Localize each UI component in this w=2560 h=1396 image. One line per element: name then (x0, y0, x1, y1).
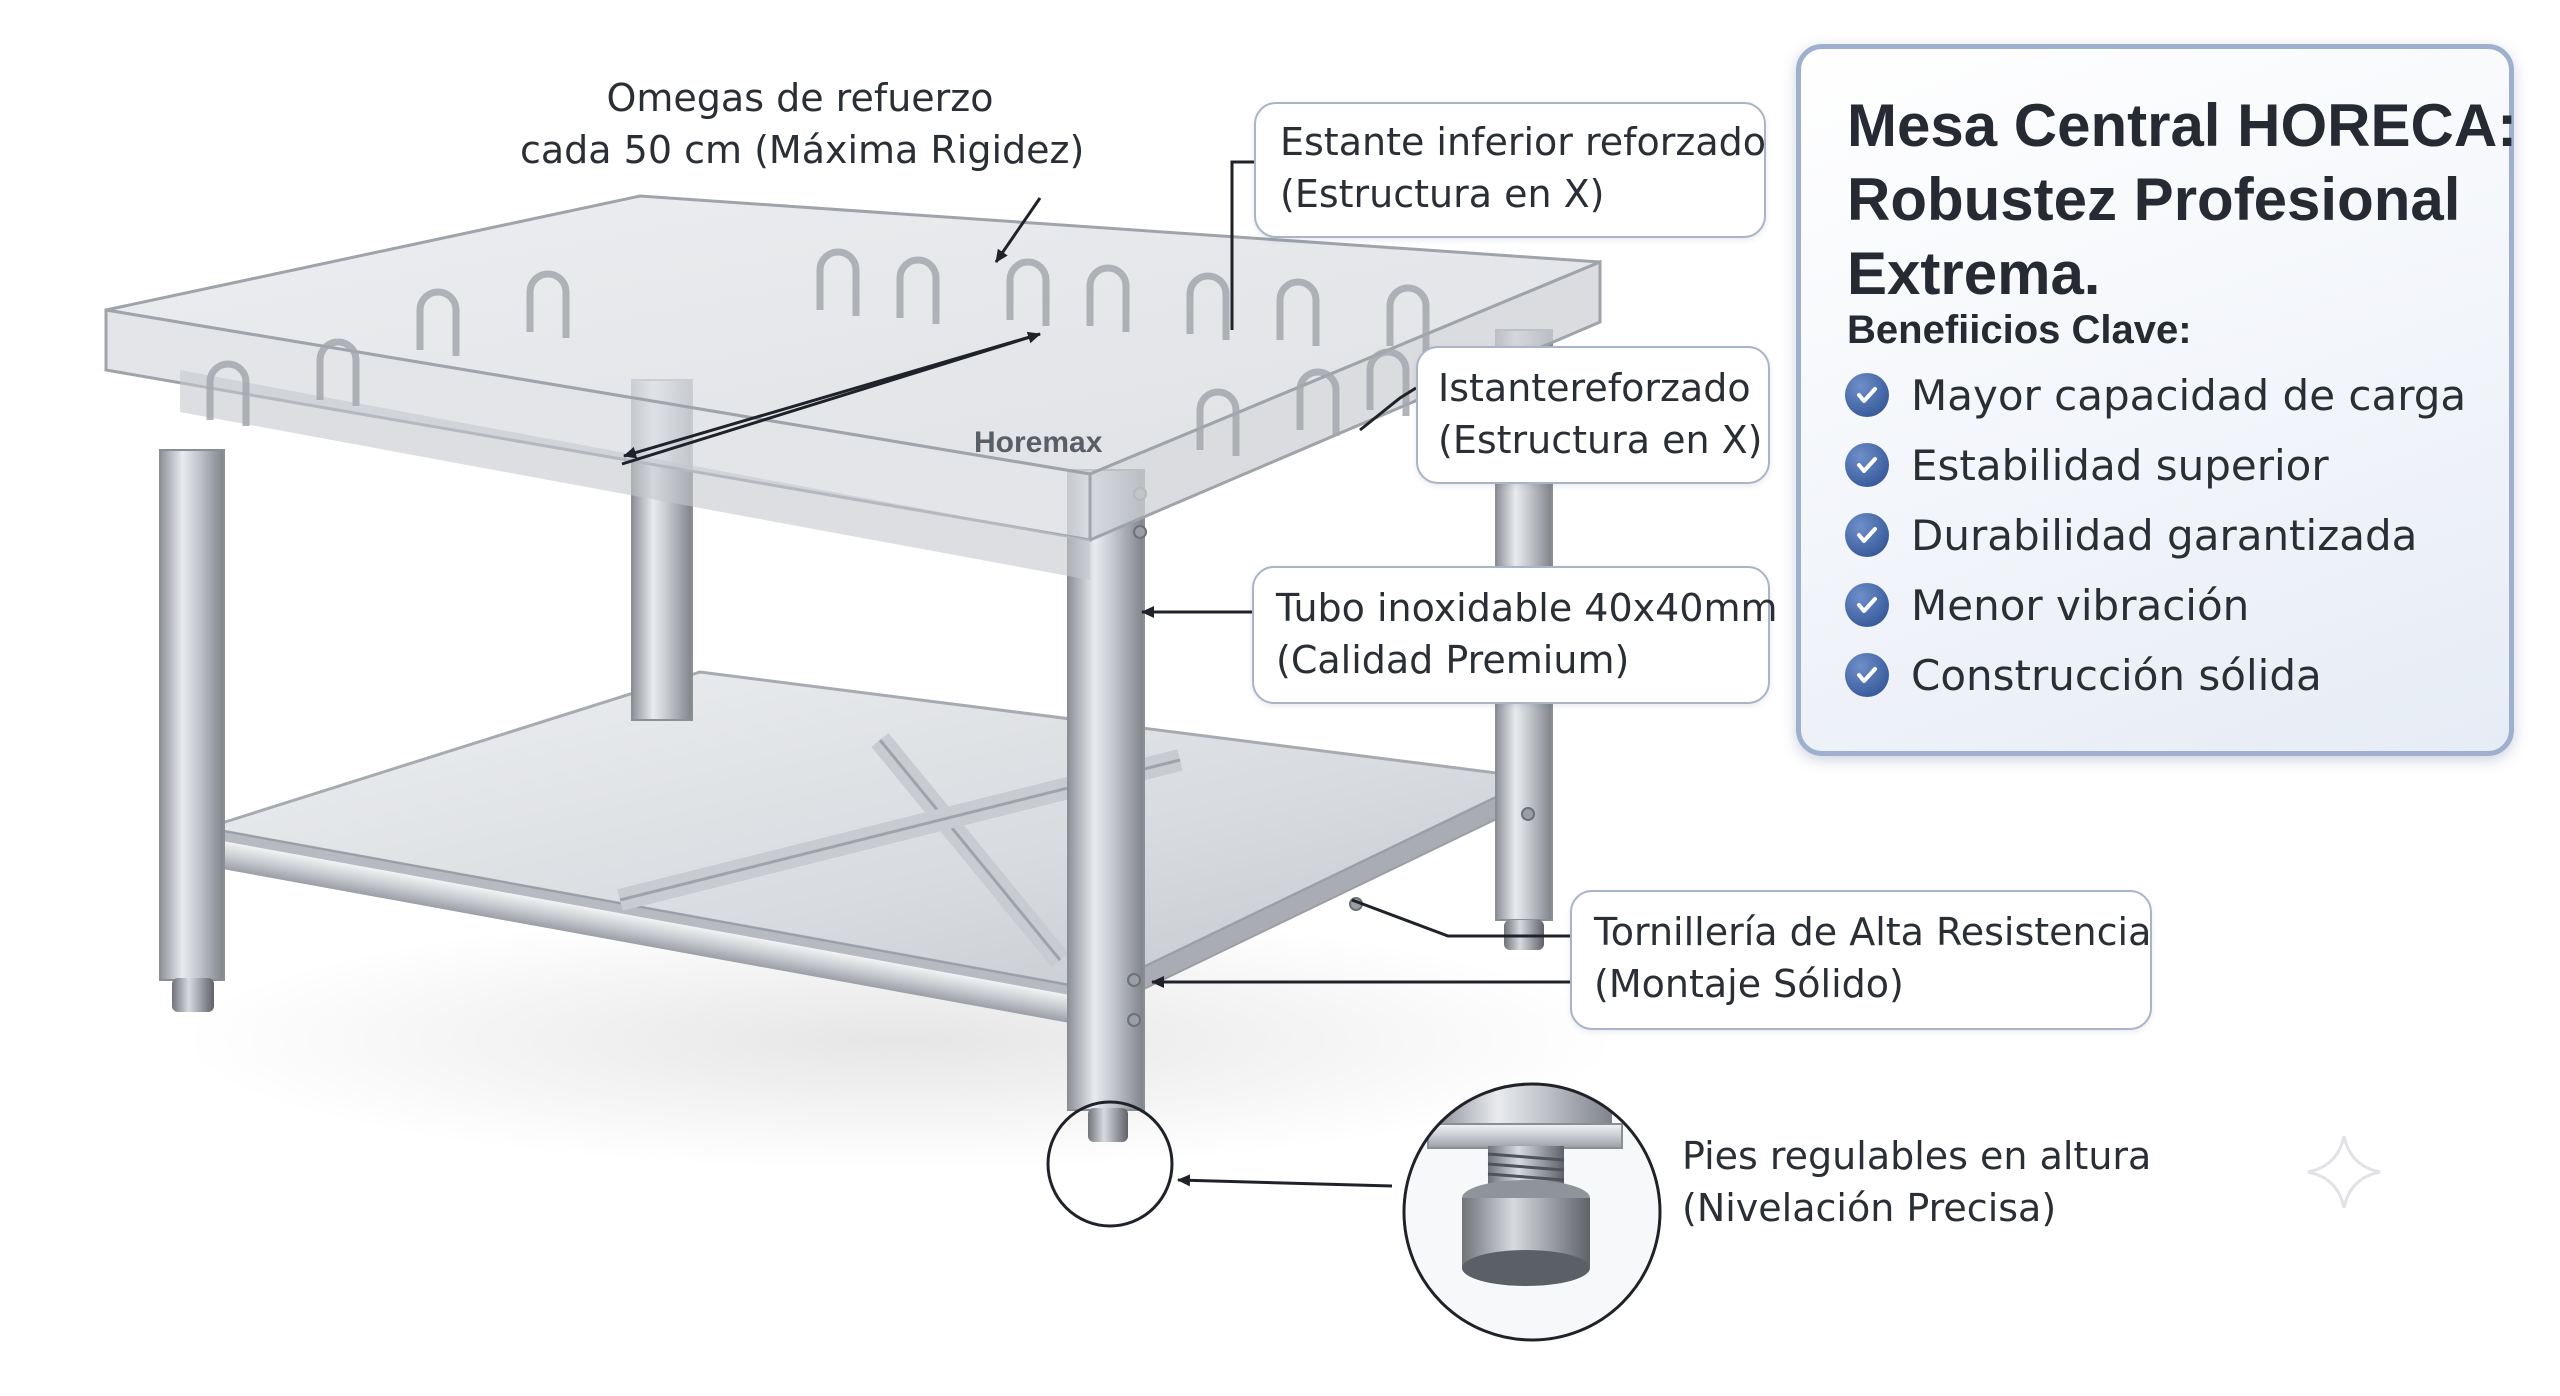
callout-bolts: Tornillería de Alta Resistencia (Montaje… (1594, 906, 2151, 1010)
callout-shelf-top-line1: Estante inferior reforzado (1280, 120, 1766, 164)
callout-omegas-line2: cada 50 cm (Máxima Rigidez) (520, 128, 1085, 172)
benefit-text: Menor vibración (1911, 580, 2250, 630)
callout-shelf-top-line2: (Estructura en X) (1280, 172, 1605, 216)
panel-title-line1: Mesa Central HORECA: (1847, 92, 2518, 159)
tabletop (104, 194, 1602, 580)
benefit-item: Mayor capacidad de carga (1845, 365, 2466, 425)
sparkle-icon (2307, 1135, 2381, 1209)
floor-shadow (180, 910, 1620, 1170)
benefit-text: Construcción sólida (1911, 650, 2322, 700)
benefit-item: Durabilidad garantizada (1845, 505, 2417, 565)
benefits-panel: Mesa Central HORECA: Robustez Profesiona… (1796, 44, 2517, 756)
callout-tube: Tubo inoxidable 40x40mm (Calidad Premium… (1276, 582, 1778, 686)
callout-omegas-line1: Omegas de refuerzo (606, 76, 994, 120)
callout-tube-line1: Tubo inoxidable 40x40mm (1276, 586, 1778, 630)
benefit-text: Estabilidad superior (1911, 440, 2329, 490)
leader-lines (621, 160, 1570, 1188)
callout-shelf-side: Istantereforzado (Estructura en X) (1438, 362, 1763, 466)
callout-feet-line1: Pies regulables en altura (1682, 1134, 2152, 1178)
check-circle-icon (1845, 583, 1889, 627)
callout-box-shelf-top (1254, 102, 1766, 238)
check-circle-icon (1845, 373, 1889, 417)
panel-subtitle: Benefiicios Clave: (1847, 308, 2192, 352)
benefit-item: Menor vibración (1845, 575, 2249, 635)
benefit-item: Estabilidad superior (1845, 435, 2329, 495)
leg-front-left (159, 449, 225, 981)
callout-feet-line2: (Nivelación Precisa) (1682, 1186, 2057, 1230)
callout-box-bolts (1570, 890, 2152, 1030)
foot-front-right (1088, 1108, 1128, 1142)
check-circle-icon (1845, 513, 1889, 557)
callout-shelf-side-line1: Istantereforzado (1438, 366, 1751, 410)
callout-bolts-line2: (Montaje Sólido) (1594, 962, 1904, 1006)
callout-box-tube (1252, 566, 1770, 704)
callout-tube-line2: (Calidad Premium) (1276, 638, 1630, 682)
panel-title-line2: Robustez Profesional (1847, 166, 2461, 233)
benefit-text: Durabilidad garantizada (1911, 510, 2418, 560)
panel-title-line3: Extrema. (1847, 240, 2101, 307)
panel-title: Mesa Central HORECA: Robustez Profesiona… (1847, 89, 2517, 311)
foot-highlight-circle (1046, 1100, 1174, 1228)
benefit-item: Construcción sólida (1845, 645, 2322, 705)
callout-box-shelf-side (1416, 346, 1770, 484)
foot-front-left (172, 978, 214, 1012)
callout-feet: Pies regulables en altura (Nivelación Pr… (1682, 1130, 2151, 1234)
check-circle-icon (1845, 653, 1889, 697)
check-circle-icon (1845, 443, 1889, 487)
brand-label: Horemax (974, 426, 1103, 459)
callout-omegas: Omegas de refuerzo cada 50 cm (Máxima Ri… (520, 72, 1085, 176)
benefit-text: Mayor capacidad de carga (1911, 370, 2467, 420)
callout-shelf-side-line2: (Estructura en X) (1438, 418, 1763, 462)
adjustable-foot-zoom (1402, 1082, 1662, 1342)
callout-shelf-top: Estante inferior reforzado (Estructura e… (1280, 116, 1766, 220)
callout-bolts-line1: Tornillería de Alta Resistencia (1594, 910, 2152, 954)
